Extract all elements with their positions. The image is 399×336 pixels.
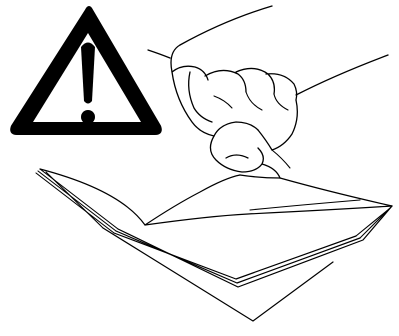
paper-sheets-icon: [36, 169, 392, 321]
hand-icon: [148, 6, 388, 178]
